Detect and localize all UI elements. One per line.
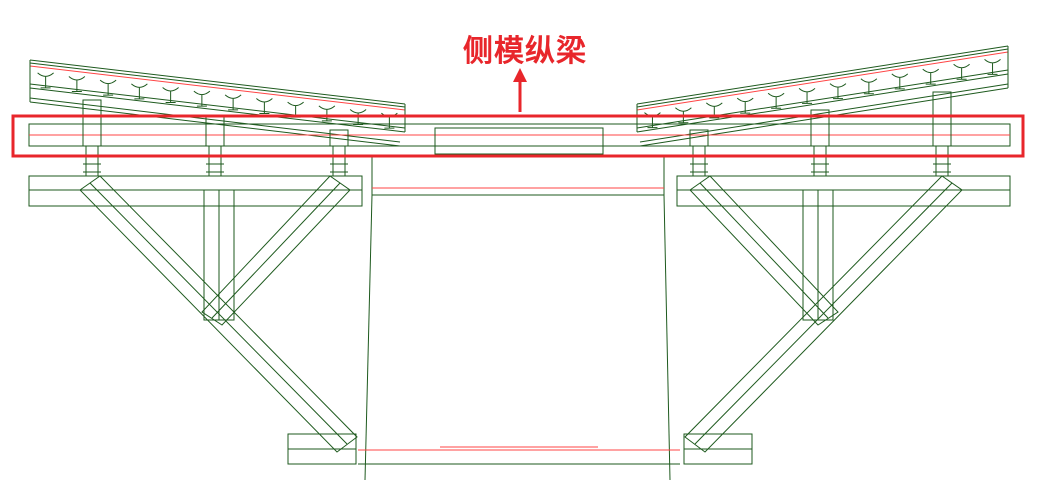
support-jack — [690, 146, 708, 176]
roof-rib — [256, 98, 273, 114]
roof-rib — [224, 94, 242, 111]
roof-rib — [99, 79, 117, 96]
roof-rib — [953, 63, 970, 80]
left-support-truss — [28, 175, 363, 465]
right-roof-ribs — [644, 59, 1001, 129]
support-jack — [206, 146, 224, 176]
support-jack — [811, 146, 829, 176]
callout-arrow — [513, 68, 527, 112]
roof-rib — [922, 68, 940, 85]
roof-rib — [798, 88, 816, 104]
roof-rib — [829, 83, 847, 100]
highlight-frame — [11, 114, 1025, 158]
center-box-section — [358, 154, 680, 481]
roof-rib — [984, 59, 1001, 75]
left-roof-formwork — [29, 59, 406, 147]
roof-rib — [131, 83, 148, 100]
roof-rib — [162, 87, 179, 103]
roof-rib — [860, 78, 878, 95]
roof-rib — [736, 97, 754, 114]
roof-rib — [68, 76, 86, 92]
roof-rib — [767, 92, 785, 109]
roof-rib — [891, 73, 909, 90]
support-jack — [330, 146, 348, 176]
right-roof-formwork — [636, 45, 1009, 147]
right-support-truss — [676, 175, 1011, 465]
callout-label: 侧模纵梁 — [463, 34, 587, 69]
roof-rib — [37, 72, 54, 89]
support-jack — [83, 146, 101, 176]
roof-rib — [193, 90, 211, 107]
side-form-longitudinal-beam — [28, 123, 1011, 155]
support-jack — [933, 146, 951, 176]
support-posts — [82, 91, 952, 176]
left-roof-ribs — [37, 72, 398, 129]
